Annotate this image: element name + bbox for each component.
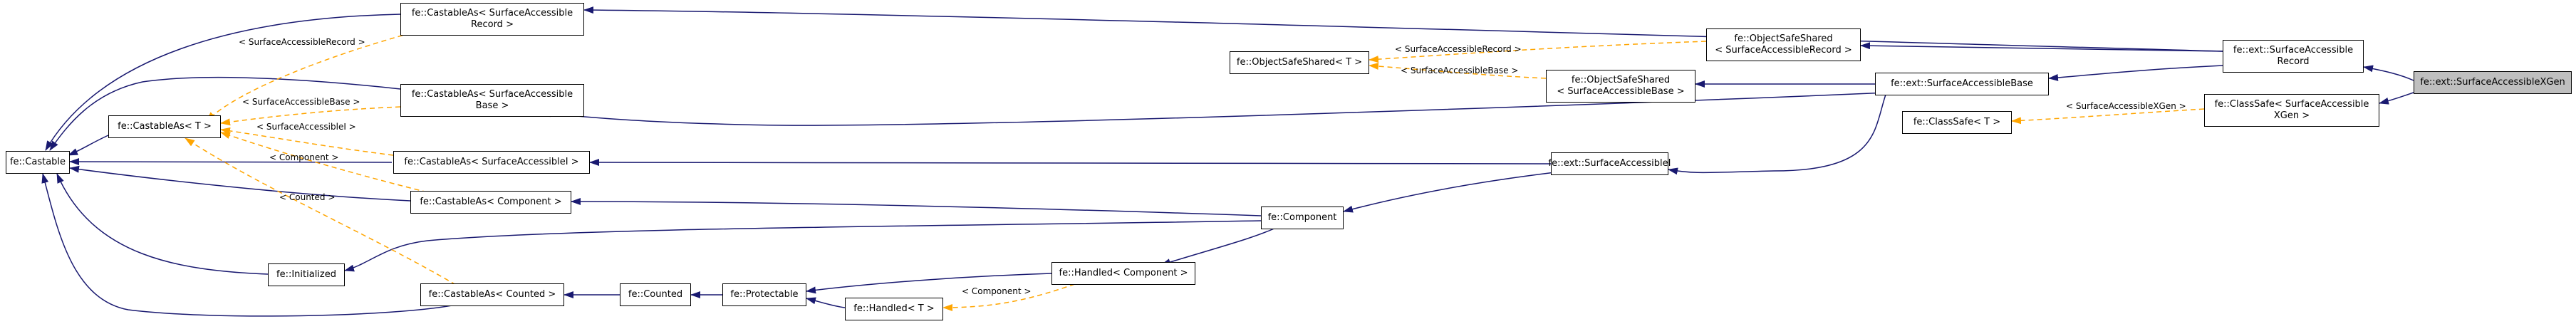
edge-surfaceAccessibleXGen-to-classSafeXGen <box>2379 92 2414 105</box>
node-castable-as-sa-i[interactable]: fe::CastableAs< SurfaceAccessibleI > <box>393 151 590 174</box>
tedge-castableAsSAI-to-castableAsT <box>220 127 394 156</box>
edge-surfaceAccessibleXGen-to-surfaceAccessibleRecord <box>2363 65 2414 81</box>
edge-label-counted: < Counted > <box>279 192 336 202</box>
node-castable-as-counted[interactable]: fe::CastableAs< Counted > <box>420 283 564 306</box>
node-castable-as-component-label: fe::CastableAs< Component > <box>420 197 562 207</box>
edge-handledComponent-to-protectable <box>806 273 1052 294</box>
edge-label-component: < Component > <box>269 152 339 162</box>
edge-surfaceAccessibleI-to-castableAsSAI <box>589 159 1552 167</box>
node-handled-component[interactable]: fe::Handled< Component > <box>1051 262 1195 285</box>
tedge-objectSafeSharedSARecord-to-objectSafeSharedT <box>1368 41 1707 63</box>
node-object-safe-shared-t[interactable]: fe::ObjectSafeShared< T > <box>1230 51 1369 74</box>
node-castable-as-sa-base[interactable]: fe::CastableAs< SurfaceAccessible Base > <box>400 84 584 117</box>
node-castable-as-sa-record-label: fe::CastableAs< SurfaceAccessible Record… <box>411 8 573 30</box>
node-castable-as-t-label: fe::CastableAs< T > <box>118 121 212 132</box>
node-castable-as-sa-base-label: fe::CastableAs< SurfaceAccessible Base > <box>411 89 573 111</box>
node-surface-accessible-i[interactable]: fe::ext::SurfaceAccessibleI <box>1548 152 1671 175</box>
tedge-castableAsSABase-to-castableAsT <box>220 106 401 126</box>
edge-surfaceAccessibleRecord-to-objectSafeSharedSARecord <box>1860 42 2223 52</box>
edge-component-to-handledComponent <box>1160 226 1279 266</box>
node-object-safe-shared-sa-base[interactable]: fe::ObjectSafeShared < SurfaceAccessible… <box>1546 70 1695 103</box>
edge-label-os-base: < SurfaceAccessibleBase > <box>1401 66 1519 75</box>
edge-surfaceAccessibleBase-to-surfaceAccessibleI <box>1668 92 1887 175</box>
node-class-safe-t[interactable]: fe::ClassSafe< T > <box>1902 111 2012 134</box>
node-object-safe-shared-sa-record[interactable]: fe::ObjectSafeShared < SurfaceAccessible… <box>1706 28 1861 61</box>
edge-label-xgen: < SurfaceAccessibleXGen > <box>2066 101 2186 111</box>
tedge-castableAsSARecord-to-castableAsT <box>206 28 428 122</box>
node-object-safe-shared-t-label: fe::ObjectSafeShared< T > <box>1236 57 1363 68</box>
node-handled-t-label: fe::Handled< T > <box>853 303 935 314</box>
node-protectable-label: fe::Protectable <box>730 289 799 300</box>
edge-initialized-to-castable <box>56 173 269 275</box>
tedge-castableAsComponent-to-castableAsT <box>220 132 428 193</box>
node-component-label: fe::Component <box>1267 212 1337 223</box>
node-castable[interactable]: fe::Castable <box>6 151 70 174</box>
tedge-objectSafeSharedSABase-to-objectSafeSharedT <box>1368 63 1547 79</box>
edge-label-sa-record: < SurfaceAccessibleRecord > <box>239 37 365 47</box>
edge-castableAsSARecord-to-castable <box>45 14 401 151</box>
edge-label-sa-base: < SurfaceAccessibleBase > <box>242 97 360 107</box>
node-class-safe-xgen-label: fe::ClassSafe< SurfaceAccessible XGen > <box>2214 99 2369 121</box>
node-castable-as-sa-i-label: fe::CastableAs< SurfaceAccessibleI > <box>404 157 579 167</box>
edge-label-sa-i: < SurfaceAccessibleI > <box>256 122 356 132</box>
edge-handledT-to-protectable <box>806 297 846 308</box>
node-counted-label: fe::Counted <box>628 289 683 300</box>
node-component[interactable]: fe::Component <box>1261 207 1344 229</box>
edge-objectSafeSharedSARecord-to-castableAsSARecord <box>583 6 2223 52</box>
edge-label-os-record: < SurfaceAccessibleRecord > <box>1395 44 1522 54</box>
edge-castableAsCounted-to-castable <box>41 173 457 317</box>
node-object-safe-shared-sa-base-label: fe::ObjectSafeShared < SurfaceAccessible… <box>1557 75 1685 97</box>
node-castable-as-t[interactable]: fe::CastableAs< T > <box>108 115 221 138</box>
edge-castableAsComponent-to-castable <box>69 165 411 202</box>
edge-surfaceAccessibleRecord-to-surfaceAccessibleBase <box>2048 65 2223 81</box>
node-surface-accessible-base-label: fe::ext::SurfaceAccessibleBase <box>1891 78 2033 89</box>
node-surface-accessible-xgen-label: fe::ext::SurfaceAccessibleXGen <box>2420 77 2565 88</box>
node-surface-accessible-base[interactable]: fe::ext::SurfaceAccessibleBase <box>1875 73 2049 95</box>
tedge-classSafeXGen-to-classSafeT <box>2011 108 2205 125</box>
node-counted[interactable]: fe::Counted <box>620 283 691 306</box>
edge-castableAsSABase-to-castable <box>49 76 401 151</box>
edge-component-to-castableAsComponent <box>571 198 1262 216</box>
node-castable-as-counted-label: fe::CastableAs< Counted > <box>428 289 556 300</box>
node-class-safe-t-label: fe::ClassSafe< T > <box>1913 117 2001 127</box>
node-handled-component-label: fe::Handled< Component > <box>1059 268 1188 278</box>
edge-label-handled-component: < Component > <box>962 286 1032 296</box>
tedge-handledComponent-to-handledT <box>942 281 1084 311</box>
node-castable-as-sa-record[interactable]: fe::CastableAs< SurfaceAccessible Record… <box>400 3 584 36</box>
node-class-safe-xgen[interactable]: fe::ClassSafe< SurfaceAccessible XGen > <box>2204 94 2379 127</box>
node-castable-label: fe::Castable <box>9 157 66 167</box>
node-protectable[interactable]: fe::Protectable <box>722 283 806 306</box>
edge-component-to-initialized <box>344 220 1262 272</box>
node-surface-accessible-xgen[interactable]: fe::ext::SurfaceAccessibleXGen <box>2414 71 2572 94</box>
node-surface-accessible-record[interactable]: fe::ext::SurfaceAccessible Record <box>2223 40 2364 73</box>
edge-castableAsT-to-castable <box>68 135 109 156</box>
node-castable-as-component[interactable]: fe::CastableAs< Component > <box>410 191 571 214</box>
node-surface-accessible-i-label: fe::ext::SurfaceAccessibleI <box>1548 158 1671 169</box>
node-initialized[interactable]: fe::Initialized <box>268 263 345 286</box>
node-handled-t[interactable]: fe::Handled< T > <box>845 298 943 320</box>
node-object-safe-shared-sa-record-label: fe::ObjectSafeShared < SurfaceAccessible… <box>1715 33 1852 56</box>
node-surface-accessible-record-label: fe::ext::SurfaceAccessible Record <box>2233 45 2354 67</box>
node-initialized-label: fe::Initialized <box>276 269 336 280</box>
edge-surfaceAccessibleI-to-component <box>1343 172 1556 213</box>
